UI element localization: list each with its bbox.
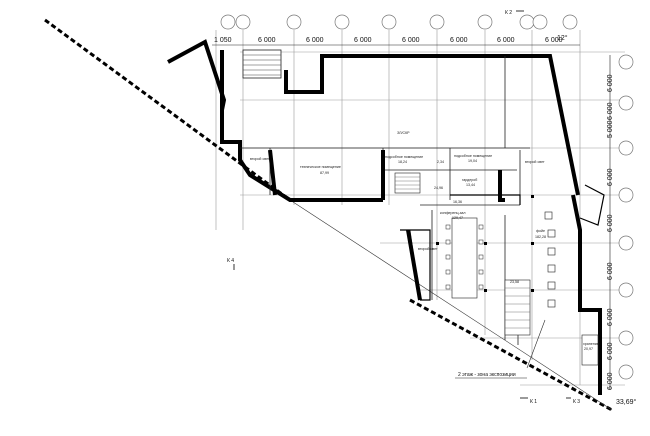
columns	[436, 195, 582, 292]
dim-right-7: 6 000	[607, 342, 614, 360]
room-small2: 24,96	[434, 186, 443, 190]
dim-top-5: 6 000	[450, 37, 468, 44]
dim-top-2: 6 000	[306, 37, 324, 44]
inner-stair	[394, 172, 531, 336]
section-k3: К 3	[573, 399, 580, 405]
dim-right-5: 6 000	[607, 262, 614, 280]
dim-top-3: 6 000	[354, 37, 372, 44]
diagonal-wall	[44, 18, 291, 202]
room-open-light-n: второй свет	[525, 160, 545, 164]
room-open-light-w: второй свет	[250, 157, 270, 161]
partitions	[240, 56, 530, 345]
room-foyer-area: 182,28	[535, 235, 546, 239]
room-conference: конференц-зал	[440, 211, 466, 215]
outer-wall	[220, 50, 580, 202]
room-entrance: ЗЛ/СКР	[397, 131, 410, 135]
room-wardrobe-area: 13,44	[466, 183, 475, 187]
section-k4: К 4	[227, 258, 234, 264]
angle-top: 12°	[557, 34, 568, 42]
dim-top-1: 6 000	[258, 37, 276, 44]
room-storage: хранение	[583, 342, 599, 346]
dimensions-right: 6 000 6 000 5 000 6 000 6 000 6 000 6 00…	[607, 74, 614, 390]
dim-right-2: 5 000	[607, 120, 614, 138]
dim-top-7: 6 000	[545, 37, 563, 44]
wedge-wall	[167, 39, 227, 111]
axis-markers-right	[618, 54, 634, 380]
room-corridor: 16,36	[453, 200, 462, 204]
section-k2: К 2	[505, 10, 512, 16]
exhibit-stands	[544, 211, 556, 308]
dim-top-6: 6 000	[497, 37, 515, 44]
room-storage-area: 20,97	[584, 347, 593, 351]
bay-window	[579, 184, 605, 226]
dim-top-0: 1 050	[214, 37, 232, 44]
room-technical-area: 87,99	[320, 171, 329, 175]
plan-caption: 2 этаж - зона экспозиции	[458, 372, 516, 378]
dim-right-0: 6 000	[607, 74, 614, 92]
room-labels: ЗЛ/СКР техническое помещение 87,99 подсо…	[250, 131, 599, 351]
room-utility1-area: 18,24	[398, 160, 407, 164]
room-utility2-area: 19,04	[468, 159, 477, 163]
chairs	[445, 224, 484, 290]
angle-bottom: 33,69°	[616, 398, 637, 406]
axis-markers-top	[220, 14, 578, 30]
dimensions-top: 1 050 6 000 6 000 6 000 6 000 6 000 6 00…	[214, 37, 563, 44]
grid-lines-horizontal	[240, 51, 625, 386]
room-utility2: подсобное помещение	[454, 154, 492, 158]
room-foyer: фойе	[536, 229, 545, 233]
section-k1: К 1	[530, 399, 537, 405]
dim-right-4: 6 000	[607, 214, 614, 232]
room-open-light-s: второй свет	[418, 247, 438, 251]
conference-table	[451, 217, 478, 299]
room-stair: 23,58	[510, 280, 519, 284]
dim-top-4: 6 000	[402, 37, 420, 44]
room-wardrobe: гардероб	[462, 178, 477, 182]
top-stair	[242, 49, 282, 79]
dim-right-1: 6 000	[607, 102, 614, 120]
storage-box	[581, 334, 599, 366]
dim-right-8: 6 000	[607, 372, 614, 390]
room-conference-area: 129,47	[452, 216, 463, 220]
room-technical: техническое помещение	[300, 165, 341, 169]
room-utility1: подсобное помещение	[385, 155, 423, 159]
room-small1: 2,34	[437, 160, 444, 164]
dim-right-6: 6 000	[607, 308, 614, 326]
dim-right-3: 6 000	[607, 168, 614, 186]
